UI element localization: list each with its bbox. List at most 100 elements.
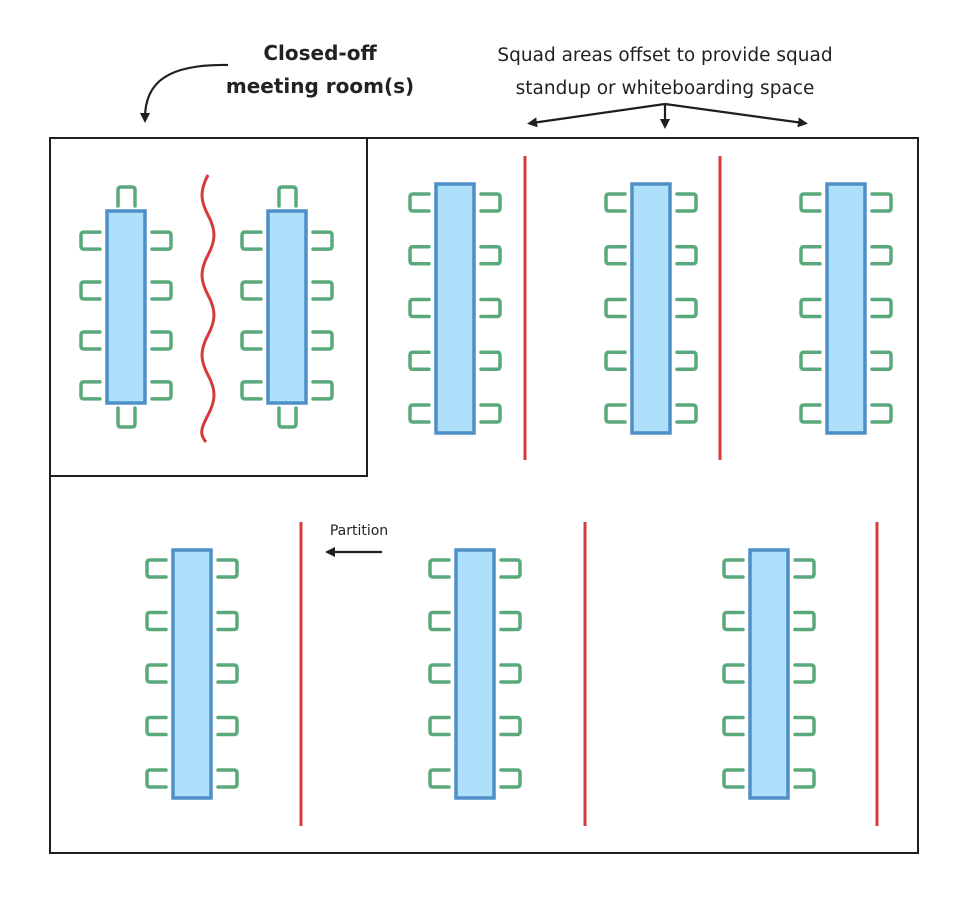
chair-icon	[116, 406, 137, 429]
meeting-table	[240, 185, 334, 429]
chair-icon	[145, 768, 168, 789]
table	[454, 548, 496, 800]
chair-icon	[479, 245, 502, 266]
squad-table	[604, 182, 698, 435]
chair-icon	[722, 663, 745, 684]
chair-icon	[150, 330, 173, 351]
chair-icon	[604, 245, 627, 266]
chair-icon	[675, 350, 698, 371]
chair-icon	[479, 350, 502, 371]
squad-areas-label-line2: standup or whiteboarding space	[516, 78, 815, 99]
partitions	[299, 156, 879, 826]
chair-icon	[150, 230, 173, 251]
chair-icon	[722, 715, 745, 737]
chair-icon	[799, 403, 822, 424]
chair-icon	[277, 406, 298, 429]
meeting-table	[79, 185, 173, 429]
squad-areas-label-line1: Squad areas offset to provide squad	[497, 45, 832, 66]
chair-icon	[216, 715, 239, 737]
chair-icon	[793, 610, 816, 632]
chair-icon	[408, 350, 431, 371]
table	[266, 209, 308, 405]
chair-icon	[408, 403, 431, 424]
chair-icon	[675, 192, 698, 213]
chair-icon	[216, 663, 239, 684]
table	[630, 182, 672, 435]
chair-icon	[240, 330, 263, 351]
chair-icon	[675, 403, 698, 424]
squad-arrows	[527, 102, 808, 129]
chair-icon	[240, 230, 263, 251]
chair-icon	[499, 558, 522, 579]
chair-icon	[216, 610, 239, 632]
chair-icon	[675, 245, 698, 266]
chair-icon	[216, 558, 239, 579]
table	[105, 209, 147, 405]
chair-icon	[604, 192, 627, 213]
chair-icon	[499, 715, 522, 737]
chair-icon	[277, 185, 298, 208]
meeting-room-tables	[79, 185, 334, 429]
chair-icon	[499, 610, 522, 632]
chair-icon	[793, 663, 816, 684]
chair-icon	[145, 610, 168, 632]
chair-icon	[311, 330, 334, 351]
chair-icon	[428, 715, 451, 737]
squad-table	[722, 548, 816, 800]
chair-icon	[428, 558, 451, 579]
chair-icon	[479, 297, 502, 319]
chair-icon	[311, 380, 334, 401]
chair-icon	[240, 380, 263, 401]
chair-icon	[428, 663, 451, 684]
chair-icon	[311, 230, 334, 251]
chair-icon	[799, 192, 822, 213]
squad-table	[799, 182, 893, 435]
chair-icon	[479, 192, 502, 213]
chair-icon	[870, 245, 893, 266]
chair-icon	[870, 297, 893, 319]
meeting-room-curtain-partition	[200, 174, 216, 443]
chair-icon	[150, 380, 173, 401]
chair-icon	[499, 768, 522, 789]
chair-icon	[150, 280, 173, 301]
chair-icon	[408, 192, 431, 213]
chair-icon	[499, 663, 522, 684]
chair-icon	[216, 768, 239, 789]
partition-label: Partition	[330, 523, 388, 539]
chair-icon	[79, 230, 102, 251]
table	[825, 182, 867, 435]
chair-icon	[722, 610, 745, 632]
table	[171, 548, 213, 800]
chair-icon	[675, 297, 698, 319]
chair-icon	[145, 558, 168, 579]
squad-table	[428, 548, 522, 800]
squad-areas	[145, 182, 893, 800]
chair-icon	[428, 610, 451, 632]
office-outer-wall	[49, 137, 919, 854]
meeting-room-wall	[49, 137, 368, 477]
meeting-room-arrow	[140, 63, 229, 123]
chair-icon	[870, 192, 893, 213]
chair-icon	[793, 558, 816, 579]
chair-icon	[799, 245, 822, 266]
squad-arrow-right	[664, 102, 808, 128]
chair-icon	[793, 768, 816, 789]
chair-icon	[799, 297, 822, 319]
squad-table	[408, 182, 502, 435]
chair-icon	[79, 330, 102, 351]
squad-arrow-left	[527, 102, 666, 128]
squad-table	[145, 548, 239, 800]
chair-icon	[145, 663, 168, 684]
chair-icon	[79, 280, 102, 301]
chair-icon	[722, 768, 745, 789]
table	[434, 182, 476, 435]
chair-icon	[604, 403, 627, 424]
chair-icon	[145, 715, 168, 737]
chair-icon	[116, 185, 137, 208]
chair-icon	[408, 297, 431, 319]
chair-icon	[479, 403, 502, 424]
chair-icon	[870, 350, 893, 371]
chair-icon	[311, 280, 334, 301]
meeting-room-label-line2: meeting room(s)	[226, 74, 414, 98]
